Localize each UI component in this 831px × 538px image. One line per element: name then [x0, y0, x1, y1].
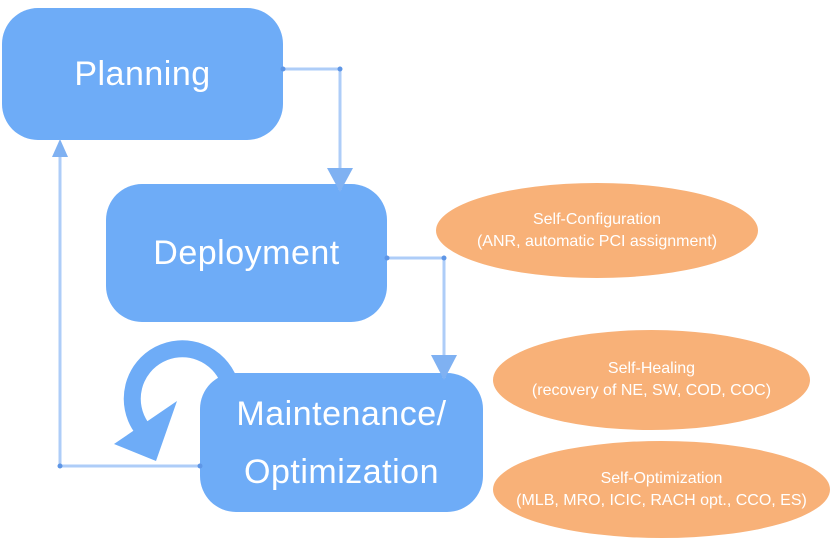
connector-endpoint-dot — [441, 255, 447, 261]
loop-arrowhead-icon — [114, 401, 177, 461]
connector-line — [387, 256, 446, 378]
function-detail-self-configuration: (ANR, automatic PCI assignment) — [476, 232, 718, 250]
function-detail-self-healing: (recovery of NE, SW, COD, COC) — [531, 382, 772, 399]
connector-line — [283, 67, 342, 190]
stage-label-maintenance: Maintenance/ — [236, 394, 447, 433]
arrow-up-icon — [52, 139, 68, 157]
function-ellipse-self-configuration: Self-Configuration (ANR, automatic PCI a… — [436, 183, 758, 278]
connector-endpoint-dot — [57, 463, 63, 469]
stage-box-planning: Planning — [2, 8, 283, 140]
function-title-self-optimization: Self-Optimization — [600, 469, 723, 487]
function-ellipse-self-optimization: Self-Optimization (MLB, MRO, ICIC, RACH … — [493, 441, 830, 538]
function-detail-self-optimization: (MLB, MRO, ICIC, RACH opt., CCO, ES) — [516, 491, 807, 509]
stage-label-optimization: Optimization — [244, 452, 439, 491]
connector-endpoint-dot — [337, 66, 343, 72]
function-title-self-configuration: Self-Configuration — [532, 210, 662, 228]
stage-box-deployment: Deployment — [106, 184, 387, 322]
stage-label-deployment: Deployment — [153, 234, 340, 272]
connector-deployment-to-maintenance — [384, 255, 457, 380]
stage-label-planning: Planning — [74, 55, 211, 93]
stage-box-maintenance-optimization: Maintenance/ Optimization — [200, 373, 483, 512]
function-title-self-healing: Self-Healing — [607, 360, 696, 377]
connector-planning-to-deployment — [280, 66, 353, 192]
function-ellipse-self-healing: Self-Healing (recovery of NE, SW, COD, C… — [493, 330, 810, 430]
